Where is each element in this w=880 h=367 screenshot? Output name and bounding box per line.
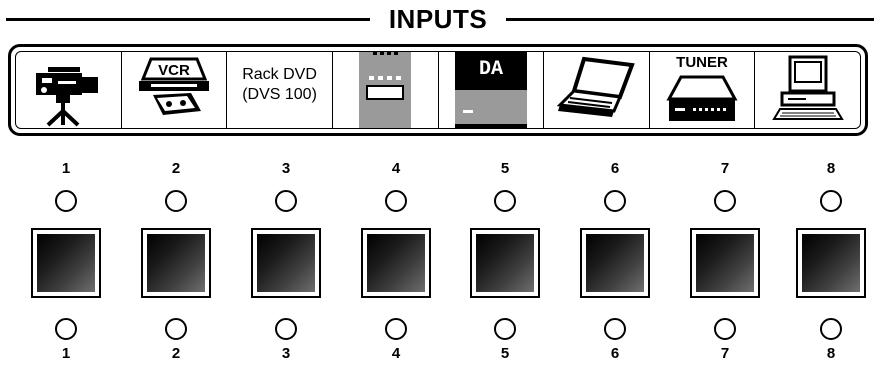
input-1-button[interactable] xyxy=(31,228,101,298)
distribution-amplifier-icon: DA xyxy=(454,52,527,128)
input-2-bottom-number: 2 xyxy=(171,345,181,362)
input-3-top-led xyxy=(275,190,297,212)
input-7-top-number: 7 xyxy=(720,160,730,177)
input-1-bottom-led xyxy=(55,318,77,340)
rack-dvd-label: Rack DVD (DVS 100) xyxy=(242,65,317,105)
input-8-top-number: 8 xyxy=(826,160,836,177)
input-7-button[interactable] xyxy=(690,228,760,298)
input-7-bottom-led xyxy=(714,318,736,340)
input-1-top-led xyxy=(55,190,77,212)
input-icon-strip: VCR Rack DVD (DVS 100) xyxy=(15,51,861,129)
vcr-icon-text: VCR xyxy=(158,62,190,79)
input-5-top-led xyxy=(494,190,516,212)
input-2-top-number: 2 xyxy=(171,160,181,177)
input-2-top-led xyxy=(165,190,187,212)
title-rule-right xyxy=(506,18,874,21)
input-4-button[interactable] xyxy=(361,228,431,298)
input-cell-3: Rack DVD (DVS 100) xyxy=(227,52,333,128)
tuner-icon-text: TUNER xyxy=(676,54,728,71)
camcorder-icon xyxy=(36,67,99,127)
rack-device-icon xyxy=(359,52,412,128)
input-icon-panel: VCR Rack DVD (DVS 100) xyxy=(8,44,868,136)
button-face xyxy=(586,234,644,292)
input-cell-1 xyxy=(16,52,122,128)
title-rule-left xyxy=(6,18,370,21)
vcr-icon: VCR xyxy=(138,57,209,115)
input-6-button[interactable] xyxy=(580,228,650,298)
input-5-bottom-number: 5 xyxy=(500,345,510,362)
button-face xyxy=(37,234,95,292)
input-5-bottom-led xyxy=(494,318,516,340)
input-5-top-number: 5 xyxy=(500,160,510,177)
input-1-bottom-number: 1 xyxy=(61,345,71,362)
input-7-top-led xyxy=(714,190,736,212)
input-3-bottom-number: 3 xyxy=(281,345,291,362)
input-2-bottom-led xyxy=(165,318,187,340)
input-6-bottom-led xyxy=(604,318,626,340)
da-icon-text: DA xyxy=(479,58,503,81)
input-8-bottom-number: 8 xyxy=(826,345,836,362)
input-6-bottom-number: 6 xyxy=(610,345,620,362)
input-4-top-led xyxy=(385,190,407,212)
input-7-bottom-number: 7 xyxy=(720,345,730,362)
input-cell-4 xyxy=(333,52,439,128)
input-4-bottom-led xyxy=(385,318,407,340)
rack-dvd-label-line2: (DVS 100) xyxy=(242,86,317,103)
input-5-button[interactable] xyxy=(470,228,540,298)
button-face xyxy=(147,234,205,292)
input-4-top-number: 4 xyxy=(391,160,401,177)
input-8-top-led xyxy=(820,190,842,212)
input-cell-7: TUNER xyxy=(650,52,756,128)
input-cell-5: DA xyxy=(439,52,545,128)
input-cell-2: VCR xyxy=(122,52,228,128)
input-8-button[interactable] xyxy=(796,228,866,298)
button-face xyxy=(476,234,534,292)
input-3-bottom-led xyxy=(275,318,297,340)
input-4-bottom-number: 4 xyxy=(391,345,401,362)
rack-dvd-label-line1: Rack DVD xyxy=(242,66,317,83)
button-face xyxy=(257,234,315,292)
button-face xyxy=(367,234,425,292)
input-cell-6 xyxy=(544,52,650,128)
desktop-computer-icon xyxy=(771,55,844,120)
input-3-button[interactable] xyxy=(251,228,321,298)
page-title: INPUTS xyxy=(388,4,488,34)
input-3-top-number: 3 xyxy=(281,160,291,177)
input-6-top-number: 6 xyxy=(610,160,620,177)
tuner-icon: TUNER xyxy=(666,54,738,121)
input-8-bottom-led xyxy=(820,318,842,340)
laptop-icon xyxy=(557,56,636,117)
input-2-button[interactable] xyxy=(141,228,211,298)
input-cell-8 xyxy=(755,52,860,128)
button-face xyxy=(802,234,860,292)
input-6-top-led xyxy=(604,190,626,212)
button-face xyxy=(696,234,754,292)
input-1-top-number: 1 xyxy=(61,160,71,177)
